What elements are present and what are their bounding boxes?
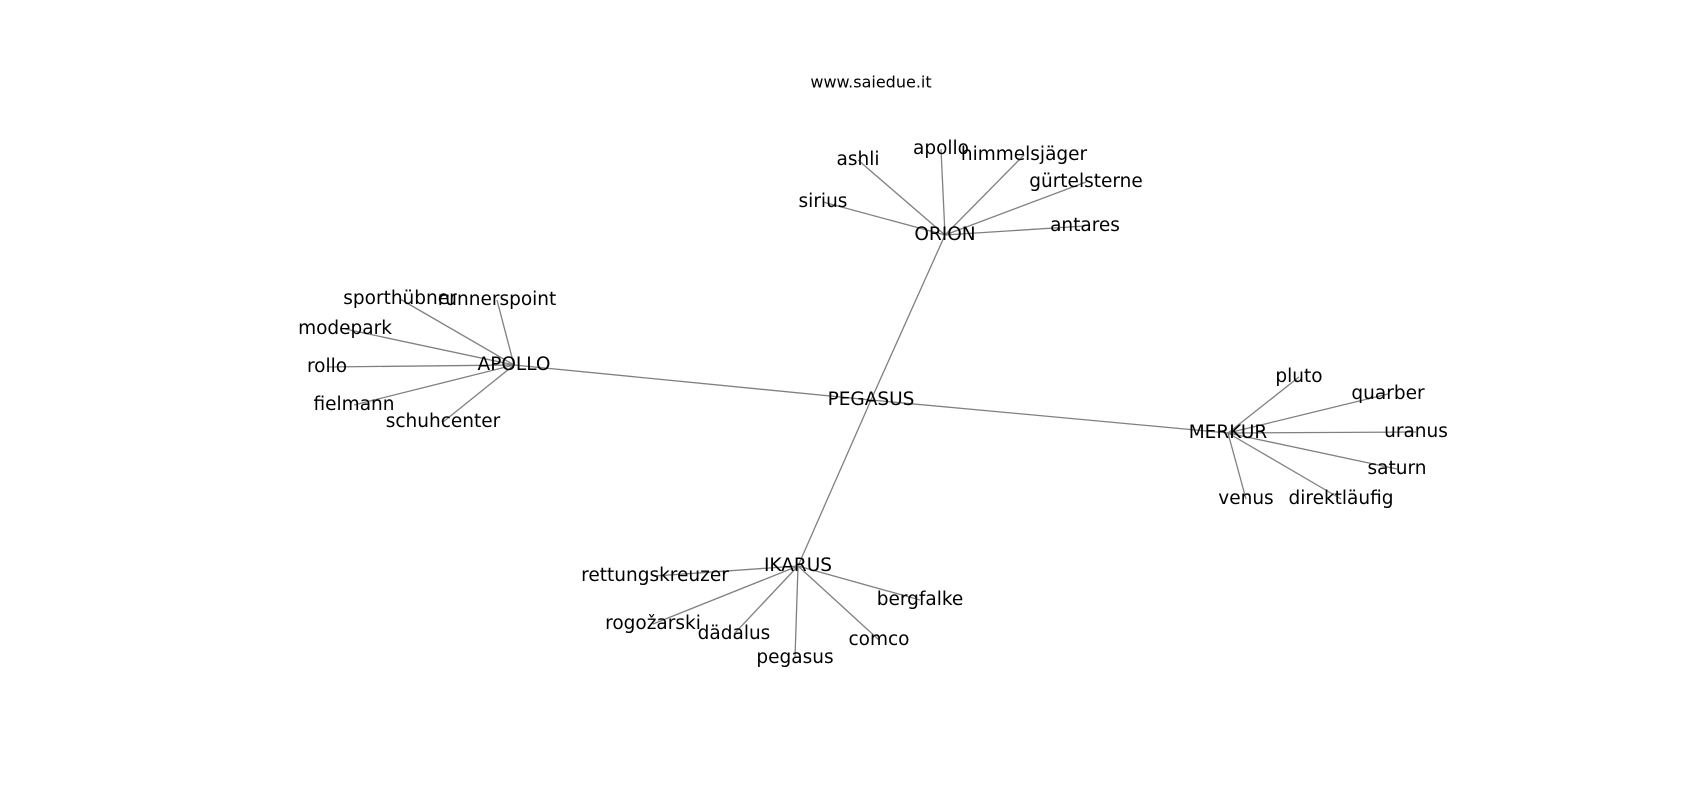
node-rollo: rollo <box>307 356 347 377</box>
edge-apollo_hub-rollo <box>326 364 515 368</box>
edge-apollo_hub-fielmann <box>353 364 515 406</box>
node-sporthuebner: sporthübner <box>343 288 457 309</box>
node-venus: venus <box>1218 488 1273 509</box>
edge-orion-antares <box>944 225 1086 236</box>
node-ikarus: IKARUS <box>764 555 832 576</box>
node-apollo-leaf: apollo <box>913 138 969 159</box>
edge-pegasus_hub-ikarus <box>797 399 872 567</box>
node-ashli: ashli <box>837 149 880 170</box>
node-daedalus: dädalus <box>698 623 771 644</box>
node-uranus: uranus <box>1384 421 1448 442</box>
node-pegasus-leaf: pegasus <box>756 647 833 668</box>
node-fielmann: fielmann <box>314 394 395 415</box>
node-quarber: quarber <box>1351 383 1425 404</box>
node-guertelsterne: gürtelsterne <box>1029 171 1143 192</box>
edge-orion-sirius <box>822 201 946 236</box>
node-saturn: saturn <box>1368 458 1427 479</box>
edge-ikarus-daedalus <box>733 565 799 635</box>
node-pluto: pluto <box>1275 366 1322 387</box>
node-sirius: sirius <box>799 191 848 212</box>
edge-orion-guertelsterne <box>944 181 1087 236</box>
node-comco: comco <box>848 629 909 650</box>
node-rogozarski: rogožarski <box>605 613 701 634</box>
edge-merkur-quarber <box>1227 393 1389 434</box>
node-apollo-hub: APOLLO <box>478 354 551 375</box>
node-pegasus-hub: PEGASUS <box>828 389 915 410</box>
node-merkur: MERKUR <box>1189 422 1268 443</box>
node-modepark: modepark <box>298 318 392 339</box>
edge-orion-apollo_leaf <box>940 148 946 236</box>
nodes-layer: PEGASUS ORION APOLLO MERKUR IKARUS ashli apoll… <box>298 138 1448 668</box>
node-antares: antares <box>1050 215 1120 236</box>
edge-apollo_hub-runnerspoint <box>496 299 515 366</box>
edge-ikarus-pegasus_leaf <box>794 565 799 659</box>
edge-pegasus_hub-apollo_hub <box>513 364 872 401</box>
edges-layer <box>326 148 1417 659</box>
edge-apollo_hub-schuhcenter <box>442 364 515 423</box>
graph-title: www.saiedue.it <box>810 73 931 92</box>
edge-ikarus-comco <box>797 565 880 641</box>
edge-merkur-pluto <box>1227 376 1300 434</box>
edge-apollo_hub-modepark <box>344 328 515 366</box>
edge-ikarus-bergfalke <box>797 565 921 601</box>
node-orion: ORION <box>914 224 975 245</box>
node-rettungskreuzer: rettungskreuzer <box>581 565 729 586</box>
node-schuhcenter: schuhcenter <box>386 411 501 432</box>
edge-orion-ashli <box>857 159 946 236</box>
edge-ikarus-rettungskreuzer <box>654 565 799 577</box>
edge-pegasus_hub-orion <box>870 234 946 401</box>
node-bergfalke: bergfalke <box>877 589 964 610</box>
edge-pegasus_hub-merkur <box>870 399 1229 434</box>
edge-orion-himmelsjaeger <box>944 154 1025 236</box>
edge-ikarus-rogozarski <box>652 565 799 625</box>
edge-merkur-direktlaeufig <box>1227 432 1342 500</box>
node-runnerspoint: runnerspoint <box>438 289 557 310</box>
edge-apollo_hub-sporthuebner <box>399 298 515 366</box>
node-himmelsjaeger: himmelsjäger <box>961 144 1088 165</box>
edge-merkur-saturn <box>1227 432 1398 470</box>
edge-merkur-uranus <box>1227 431 1417 434</box>
edge-merkur-venus <box>1227 432 1247 500</box>
node-direktlaeufig: direktläufig <box>1288 488 1393 509</box>
